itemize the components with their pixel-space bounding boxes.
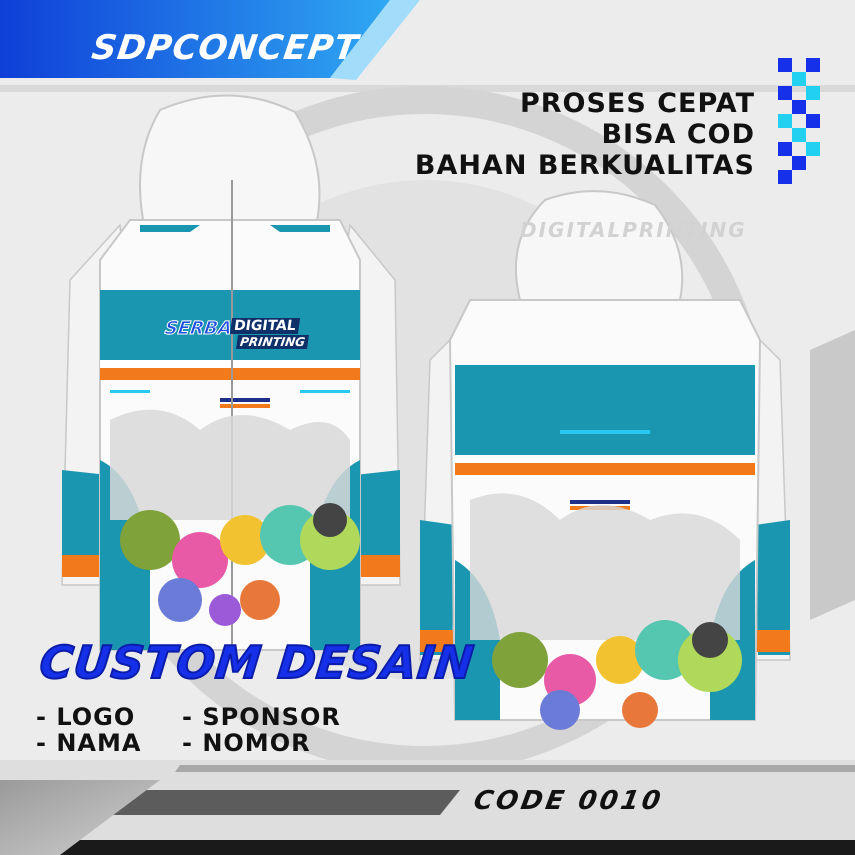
option-nama: - NAMA bbox=[36, 729, 142, 757]
feature-item: PROSES CEPAT bbox=[519, 88, 755, 119]
logo-word-digital: DIGITAL bbox=[229, 318, 300, 334]
product-code: CODE 0010 bbox=[471, 786, 666, 816]
option-sponsor: - SPONSOR bbox=[182, 703, 341, 731]
logo-word-serba: SERBA bbox=[163, 318, 234, 340]
hoodie-front bbox=[61, 94, 401, 651]
option-nomor: - NOMOR bbox=[182, 729, 311, 757]
option-logo: - LOGO bbox=[36, 703, 136, 731]
logo-word-printing: PRINTING bbox=[236, 335, 310, 349]
checkered-flag-icon bbox=[778, 58, 820, 184]
feature-item: BAHAN BERKUALITAS bbox=[414, 150, 755, 181]
jacket-logo: SERBA DIGITAL PRINTING bbox=[163, 318, 313, 352]
hoodie-back bbox=[419, 190, 791, 730]
top-banner bbox=[0, 0, 390, 78]
brand-name: SDPCONCEPT bbox=[89, 28, 362, 68]
feature-list: PROSES CEPAT BISA COD BAHAN BERKUALITAS bbox=[415, 88, 755, 181]
feature-item: BISA COD bbox=[601, 119, 755, 150]
custom-design-title: CUSTOM DESAIN bbox=[36, 635, 478, 690]
watermark-text: DIGITALPRINTING bbox=[520, 218, 747, 242]
